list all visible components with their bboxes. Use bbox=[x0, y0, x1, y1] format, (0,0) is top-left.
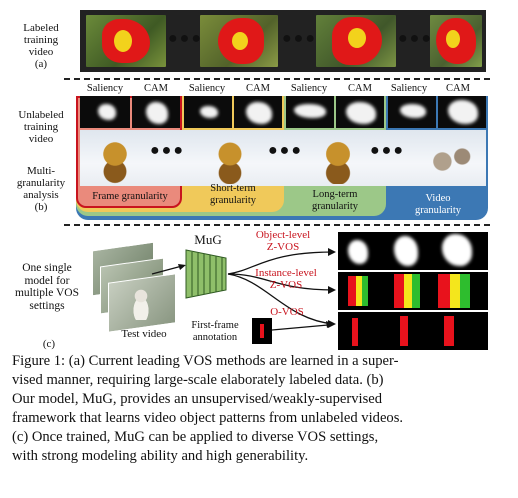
mug-network-icon bbox=[185, 249, 227, 299]
col4-cam-label: CAM bbox=[446, 83, 470, 94]
ellipsis-icon: ●●● bbox=[168, 30, 203, 47]
col3-cam-map bbox=[336, 96, 384, 128]
instance-level-result-row bbox=[338, 272, 488, 310]
section-a-label: Labeled training video (a) bbox=[16, 22, 66, 70]
ellipsis-icon: ●●● bbox=[282, 30, 317, 47]
labeled-frame-2-mask-yellow bbox=[232, 32, 248, 50]
col2-saliency-label: Saliency bbox=[188, 83, 226, 94]
frame-granularity-label: Frame granularity bbox=[92, 191, 168, 202]
col3-saliency-label: Saliency bbox=[290, 83, 328, 94]
figure-caption: Figure 1: (a) Current leading VOS method… bbox=[12, 353, 404, 464]
labeled-video-filmstrip: ●●● ●●● ●●● bbox=[80, 10, 486, 72]
ellipsis-icon: ●●● bbox=[268, 142, 303, 159]
skier-frame-4 bbox=[416, 134, 482, 184]
section-b-tag: (b) bbox=[34, 201, 48, 213]
col3-saliency-map bbox=[286, 96, 334, 128]
object-level-zvos-label: Object-level Z-VOS bbox=[255, 229, 311, 253]
labeled-frame-3-mask-yellow bbox=[348, 28, 366, 48]
ellipsis-icon: ●●● bbox=[370, 142, 405, 159]
col2-cam-label: CAM bbox=[246, 83, 270, 94]
col1-saliency-label: Saliency bbox=[86, 83, 124, 94]
skier-frame-2 bbox=[200, 134, 260, 184]
o-vos-result-row bbox=[338, 312, 488, 350]
video-granularity-label: Video granularity bbox=[414, 193, 462, 216]
first-frame-annotation-label: First-frame annotation bbox=[191, 320, 239, 343]
section-a-tag: (a) bbox=[34, 58, 48, 70]
section-b-label: Unlabeled training video bbox=[18, 109, 64, 145]
annotation-arrow bbox=[272, 321, 334, 331]
col2-saliency-map bbox=[184, 96, 232, 128]
section-b-analysis-label: Multi- granularity analysis (b) bbox=[12, 165, 70, 213]
test-video-person bbox=[128, 288, 154, 320]
col3-cam-label: CAM bbox=[348, 83, 372, 94]
first-frame-annotation-mask bbox=[252, 318, 272, 344]
skier-frame-3 bbox=[310, 134, 366, 184]
col1-cam-map bbox=[132, 96, 180, 128]
divider-b-c bbox=[64, 224, 490, 226]
labeled-frame-4-mask-yellow bbox=[446, 30, 460, 48]
divider-a-b bbox=[64, 78, 490, 80]
input-arrow bbox=[151, 264, 186, 275]
col2-cam-map bbox=[234, 96, 282, 128]
labeled-frame-1-mask-yellow bbox=[114, 30, 132, 52]
test-video-label: Test video bbox=[121, 328, 167, 340]
col1-cam-label: CAM bbox=[144, 83, 168, 94]
short-term-granularity-label: Short-term granularity bbox=[209, 183, 257, 206]
ellipsis-icon: ●●● bbox=[398, 30, 433, 47]
o-vos-label: O-VOS bbox=[270, 306, 304, 318]
object-level-result-row bbox=[338, 232, 488, 270]
instance-level-zvos-label: Instance-level Z-VOS bbox=[255, 267, 317, 291]
mug-model-label: MuG bbox=[194, 232, 222, 247]
col1-saliency-map bbox=[80, 96, 130, 128]
skier-frame-1 bbox=[92, 134, 138, 184]
col4-cam-map bbox=[438, 96, 486, 128]
col4-saliency-label: Saliency bbox=[390, 83, 428, 94]
long-term-granularity-label: Long-term granularity bbox=[311, 189, 359, 212]
col4-saliency-map bbox=[388, 96, 436, 128]
section-c-tag: (c) bbox=[42, 338, 56, 350]
ellipsis-icon: ●●● bbox=[150, 142, 185, 159]
section-c-label: One single model for multiple VOS settin… bbox=[14, 262, 79, 312]
